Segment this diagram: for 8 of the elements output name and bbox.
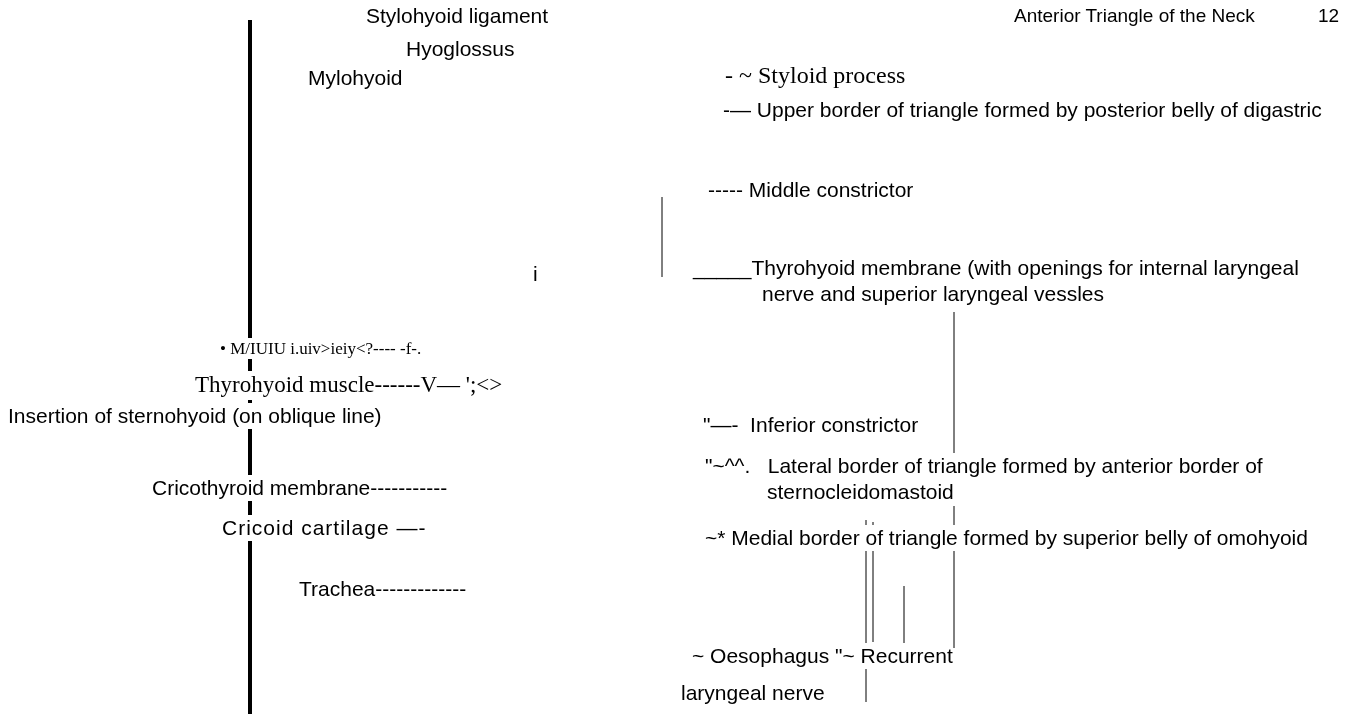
- page-title: Anterior Triangle of the Neck: [1014, 4, 1255, 28]
- label-text: Insertion of sternohyoid (on oblique line): [8, 403, 382, 430]
- label-text: ~ Oesophagus "~ Recurrent: [692, 643, 953, 670]
- label-text: Thyrohyoid muscle------V— ';<>: [195, 371, 503, 400]
- label-text: Cricoid cartilage —-: [222, 515, 427, 542]
- label-text: Cricothyroid membrane-----------: [152, 475, 448, 502]
- label-text: ~* Medial border of triangle formed by superior belly of omohyoid: [705, 525, 1308, 552]
- label-text: • M/IUIU i.uiv>ieiy<?---- -f-.: [220, 338, 422, 360]
